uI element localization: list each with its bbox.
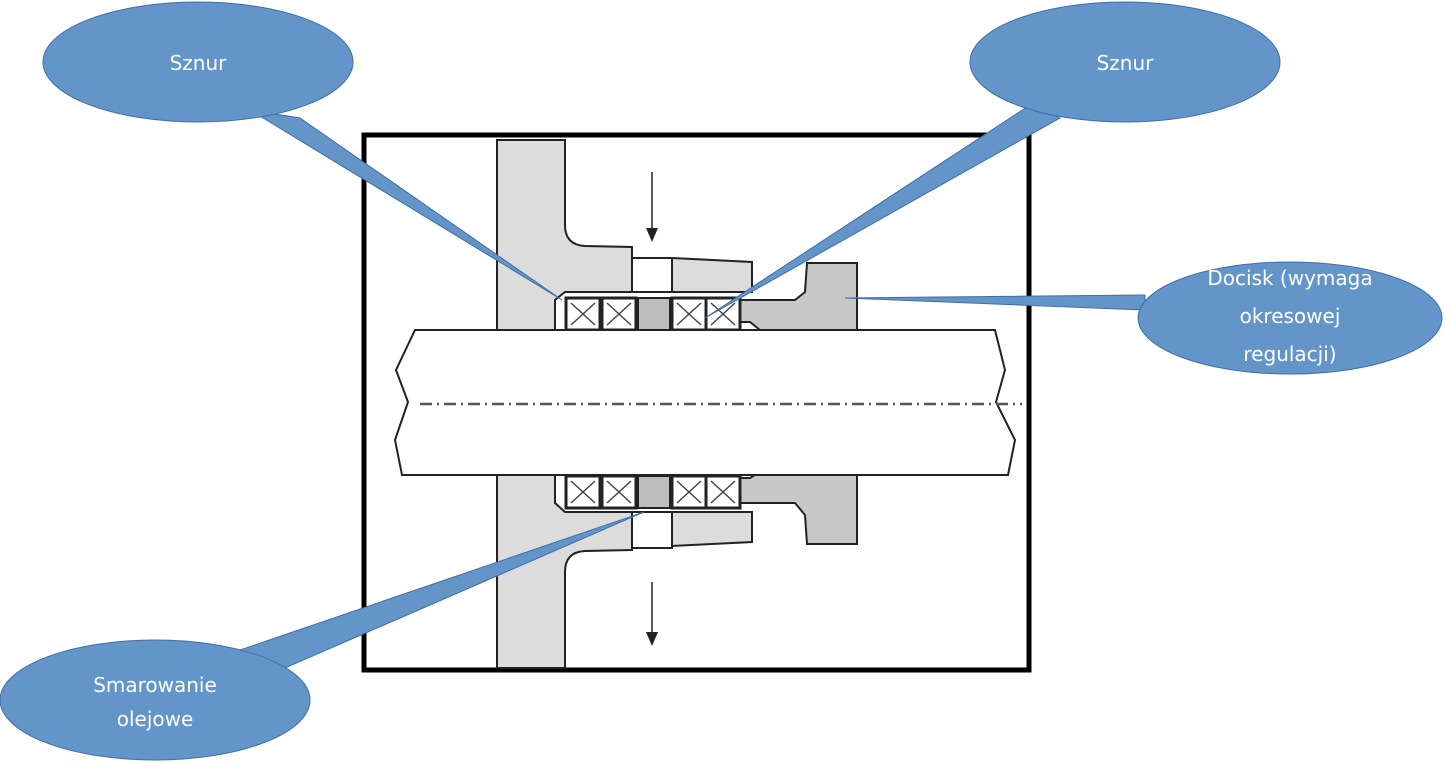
packing-ring-cross [710,480,736,504]
callout-bubble [42,1,354,123]
packing-ring-cross [606,480,632,504]
housing-bore-lower [671,511,753,548]
arrow-in-icon [646,228,658,242]
packing-ring-cross [606,302,632,326]
callout-gland: Docisk (wymaga okresowej regulacji) [844,261,1443,375]
callout-label: Smarowanie [93,673,217,697]
packing-ring-cross [570,302,596,326]
packing-rings-lower [564,474,742,510]
callout-bubble [969,1,1281,123]
lantern-ring [637,297,671,331]
packing-ring-cross [676,480,702,504]
callout-label: regulacji) [1243,342,1336,366]
shaft [393,329,1017,476]
arrow-out-icon [646,632,658,646]
gland-upper [739,262,858,331]
callout-packing-right: Sznur [704,1,1281,319]
callout-label: okresowej [1240,304,1341,328]
housing-bore-upper [671,256,753,293]
callout-bubble [1137,261,1443,375]
lantern-ring [637,475,671,509]
callout-label: Docisk (wymaga [1207,266,1372,290]
housing-upper [496,139,633,331]
packing-ring-cross [710,302,736,326]
packing-ring-cross [570,480,596,504]
packing-rings-upper [564,296,742,332]
callout-bubble [0,639,311,761]
callout-packing-left: Sznur [42,1,563,301]
lube-port-lower [631,511,673,549]
callout-label: olejowe [117,707,194,731]
callout-label: Sznur [170,51,228,75]
callout-lubrication: Smarowanie olejowe [0,511,645,761]
callout-label: Sznur [1097,51,1155,75]
packing-ring-cross [676,302,702,326]
housing-lower [496,473,633,669]
technical-drawing [393,139,1022,669]
lube-port-upper [631,257,673,293]
